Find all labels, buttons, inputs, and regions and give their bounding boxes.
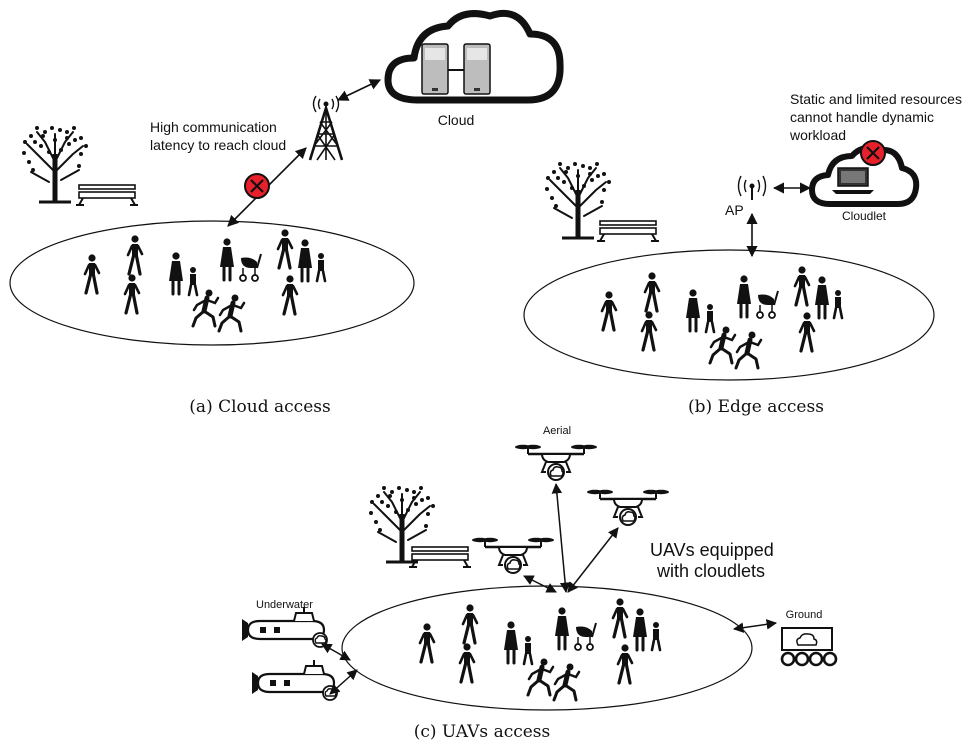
drone-right-link [567, 527, 619, 593]
uav-note-line2: with cloudlets [656, 561, 765, 581]
cloudlet-label: Cloudlet [842, 209, 887, 223]
ground-label: Ground [786, 609, 823, 621]
bench-icon [596, 220, 660, 242]
cloud-label: Cloud [438, 112, 475, 128]
tree-icon [545, 162, 611, 238]
cloud-icon [384, 9, 564, 104]
bench-icon [75, 184, 139, 206]
panel-c: Aerial UAVs equipped with cloudlets Unde… [240, 425, 838, 742]
drone-icon [513, 443, 599, 482]
drone-left-link [523, 575, 557, 593]
cell-tower-icon [308, 95, 344, 161]
drone-icon [585, 488, 671, 527]
limit-note-line1: Static and limited resources [790, 91, 962, 107]
limit-note-line3: workload [789, 127, 846, 143]
caption-b: (b) Edge access [688, 397, 824, 417]
bench-icon [408, 546, 472, 568]
panel-a: Cloud High communication latency to reac… [9, 9, 564, 417]
underwater-label: Underwater [256, 599, 313, 611]
drone-icon [470, 536, 556, 575]
ap-label: AP [725, 202, 744, 218]
blocked-icon [859, 139, 887, 167]
sub-link-2 [329, 669, 358, 695]
limit-note-line2: cannot handle dynamic [790, 109, 934, 125]
rover-link [732, 619, 778, 633]
cloudlet-icon [809, 145, 920, 207]
aerial-link [551, 482, 571, 594]
aerial-label: Aerial [543, 425, 571, 437]
blocked-icon [243, 172, 271, 200]
crowd-area-c [341, 585, 753, 711]
laptop-icon [832, 167, 874, 194]
latency-note-line1: High communication [150, 119, 277, 135]
panel-b: AP Cloudlet Static and limited resources… [523, 91, 962, 417]
uav-note-line1: UAVs equipped [650, 540, 774, 560]
tree-icon [22, 126, 88, 202]
access-point-icon [737, 175, 767, 200]
rover-icon [780, 627, 838, 667]
tower-cloud-link [336, 79, 382, 101]
caption-a: (a) Cloud access [189, 397, 330, 417]
submarine-icon [250, 658, 339, 702]
submarine-icon [240, 605, 329, 649]
server-icon [421, 43, 491, 95]
crowd-area-a [9, 220, 415, 346]
crowd-area-b [523, 249, 935, 381]
sub-link-1 [321, 643, 351, 661]
latency-note-line2: latency to reach cloud [150, 137, 286, 153]
caption-c: (c) UAVs access [414, 722, 551, 742]
